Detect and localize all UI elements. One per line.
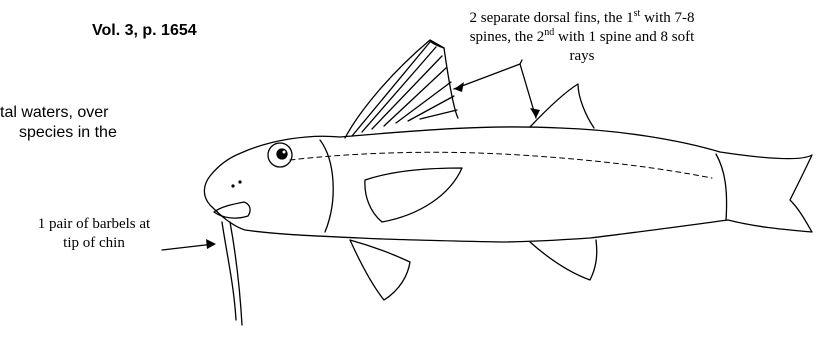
dorsal-fins-annotation: 2 separate dorsal fins, the 1st with 7-8… xyxy=(445,9,719,66)
pelvic-fin xyxy=(350,240,410,300)
anal-fin xyxy=(530,240,597,280)
dorsal-annotation-line-1: 2 separate dorsal fins, the 1st with 7-8 xyxy=(445,9,719,28)
dorsal-annotation-line-3: rays xyxy=(445,47,719,66)
barbels-annotation: 1 pair of barbels at tip of chin xyxy=(8,215,180,253)
pectoral-fin xyxy=(365,168,462,222)
gill-cover xyxy=(320,140,333,232)
barbels-annotation-line-1: 1 pair of barbels at xyxy=(8,215,180,234)
fish-mouth xyxy=(214,202,250,218)
fish-body xyxy=(204,127,812,242)
barbels-annotation-line-2: tip of chin xyxy=(8,234,180,253)
second-dorsal-fin xyxy=(530,84,594,128)
lateral-line xyxy=(290,152,712,178)
dorsal-annotation-line-2: spines, the 2nd with 1 spine and 8 soft xyxy=(445,28,719,47)
first-dorsal-fin xyxy=(345,40,458,138)
barbels xyxy=(222,222,236,320)
caudal-fin-base xyxy=(716,154,727,220)
